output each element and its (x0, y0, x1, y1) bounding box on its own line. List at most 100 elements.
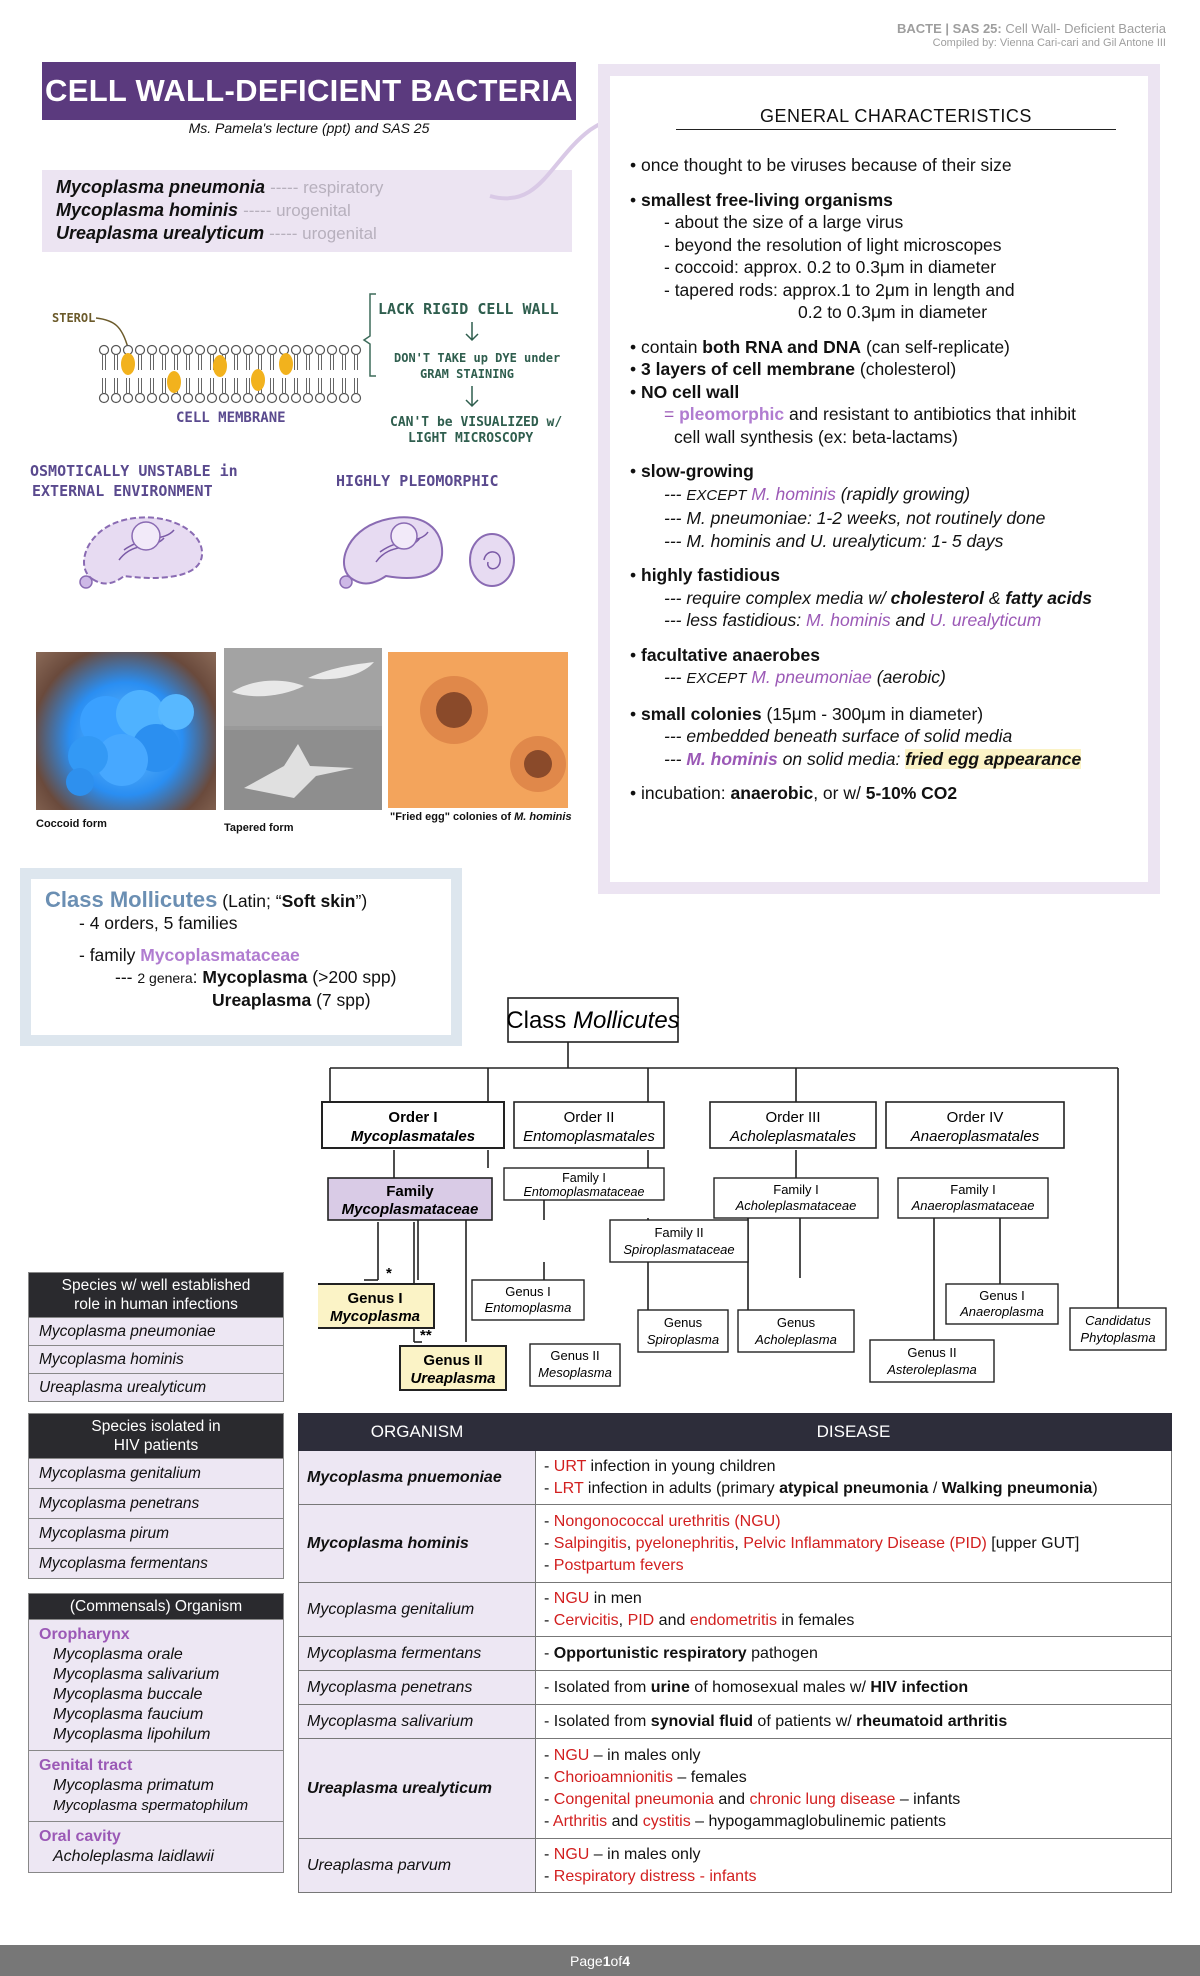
svg-text:Mycoplasmataceae: Mycoplasmataceae (342, 1201, 479, 1218)
list-subitem: - coccoid: approx. 0.2 to 0.3μm in diame… (664, 257, 997, 277)
mycoplasma-cell-icon (79, 516, 204, 589)
list-item: • NO cell wall (630, 381, 740, 402)
lack-cell-wall-label: LACK RIGID CELL WALL (378, 300, 559, 318)
table-row: Mycoplasma salivarium - Isolated from sy… (298, 1704, 1172, 1739)
tree-family-acholeplasmataceae: Family I (773, 1182, 819, 1197)
table-row: Mycoplasma hominis (29, 1345, 283, 1373)
list-item: • smallest free-living organisms (630, 189, 893, 210)
course-code: BACTE | SAS 25: (896, 21, 1002, 36)
page-footer: Page ​1 of 4 (0, 1945, 1200, 1976)
page-title: CELL WALL-DEFICIENT BACTERIA (42, 62, 576, 120)
list-subitem: - beyond the resolution of light microsc… (664, 234, 1002, 255)
organism-line: Mycoplasma hominis ----- urogenital (56, 200, 351, 220)
osmotic-label-2: EXTERNAL ENVIRONMENT (32, 482, 213, 500)
genera-line-2: Ureaplasma (7 spp) (212, 990, 371, 1010)
compiled-by: Compiled by: Vienna Cari-cari and Gil An… (932, 37, 1166, 49)
list-subitem: = pleomorphic and resistant to antibioti… (664, 404, 1076, 424)
lipid-bilayer-icon (98, 344, 362, 404)
svg-text:Acholeplasmataceae: Acholeplasmataceae (735, 1198, 857, 1213)
cell-membrane-label: CELL MEMBRANE (176, 410, 286, 426)
svg-text:Entomoplasma: Entomoplasma (485, 1300, 572, 1315)
table-row: Mycoplasma hominis - Nongonococcal ureth… (298, 1504, 1172, 1583)
general-characteristics-title: GENERAL CHARACTERISTICS (676, 106, 1116, 130)
list-item: • highly fastidious (630, 565, 781, 585)
table-row: Mycoplasma fermentans (29, 1548, 283, 1578)
list-subitem: --- require complex media w/ cholesterol… (664, 587, 1092, 608)
column-header-organism: ORGANISM (298, 1413, 536, 1451)
asterisk-double: ** (420, 1327, 432, 1344)
svg-text:Acholeplasma: Acholeplasma (754, 1332, 837, 1347)
svg-text:Spiroplasma: Spiroplasma (647, 1332, 719, 1347)
list-subitem: --- less fastidious: M. hominis and U. u… (664, 610, 1042, 630)
tree-family-spiroplasmataceae: Family II (654, 1225, 703, 1240)
list-item: • once thought to be viruses because of … (630, 155, 1012, 175)
table-row: Ureaplasma parvum - NGU – in males only … (298, 1838, 1172, 1893)
list-item: • slow-growing (630, 461, 754, 481)
list-item: • small colonies (15μm - 300μm in diamet… (630, 703, 984, 724)
gram-stain-label-2: GRAM STAINING (420, 367, 514, 381)
table-row: Mycoplasma pneumoniae (29, 1317, 283, 1345)
svg-text:Anaeroplasmataceae: Anaeroplasmataceae (911, 1198, 1035, 1213)
svg-text:Mycoplasmatales: Mycoplasmatales (351, 1128, 475, 1145)
list-subitem: --- M. pneumoniae: 1-2 weeks, not routin… (664, 508, 1046, 528)
list-item: • contain both RNA and DNA (can self-rep… (630, 336, 1010, 357)
svg-text:Phytoplasma: Phytoplasma (1080, 1330, 1155, 1345)
svg-text:Ureaplasma: Ureaplasma (410, 1370, 495, 1387)
tree-genus-ureaplasma: Genus II (423, 1352, 482, 1369)
commensal-section-oral: Oral cavity Acholeplasma laidlawii (29, 1821, 283, 1872)
table-row: Mycoplasma penetrans (29, 1488, 283, 1518)
tree-order-2: Order II (564, 1109, 615, 1126)
list-subitem: --- EXCEPT M. hominis (rapidly growing) (664, 483, 971, 504)
tapered-form-photo (224, 648, 382, 810)
table-row: Mycoplasma genitalium - NGU in men - Cer… (298, 1582, 1172, 1637)
table-row: Mycoplasma pnuemoniae - URT infection in… (298, 1450, 1172, 1505)
cell-membrane-illustration: STEROL CELL MEMBRANE LACK RIGID CELL WAL… (30, 293, 562, 589)
sterol-label: STEROL (52, 311, 95, 325)
table-row: Mycoplasma penetrans - Isolated from uri… (298, 1670, 1172, 1705)
tree-order-4: Order IV (947, 1109, 1004, 1126)
tree-genus-asteroleplasma: Genus II (907, 1345, 956, 1360)
tree-genus-phytoplasma: Candidatus (1085, 1313, 1151, 1328)
genera-line: --- 2 genera: Mycoplasma (>200 spp) (115, 967, 397, 987)
general-characteristics-panel: GENERAL CHARACTERISTICS • once thought t… (598, 64, 1160, 894)
tree-order-1: Order I (388, 1109, 437, 1126)
list-subitem: --- M. hominis on solid media: fried egg… (664, 748, 1082, 769)
list-subitem: 0.2 to 0.3μm in diameter (798, 302, 988, 322)
class-mollicutes-box: Class Mollicutes (Latin; “Soft skin”) - … (20, 868, 462, 1046)
coccoid-form-photo (36, 652, 216, 810)
table-row: Ureaplasma urealyticum - NGU – in males … (298, 1738, 1172, 1839)
tree-family-mycoplasmataceae: Family (386, 1183, 434, 1200)
tree-order-3: Order III (765, 1109, 820, 1126)
svg-text:Mesoplasma: Mesoplasma (538, 1365, 612, 1380)
tree-family-anaeroplasmataceae: Family I (950, 1182, 996, 1197)
orders-line: - 4 orders, 5 families (79, 913, 238, 933)
list-item: • facultative anaerobes (630, 644, 820, 665)
tree-family-entomoplasmataceae: Family I (562, 1171, 606, 1185)
tree-genus-mycoplasma: Genus I (347, 1290, 402, 1307)
svg-text:Asteroleplasma: Asteroleplasma (886, 1362, 977, 1377)
page-header: BACTE | SAS 25: Cell Wall- Deficient Bac… (897, 22, 1166, 50)
organism-line: Ureaplasma urealyticum ----- urogenital (56, 223, 377, 243)
fried-egg-caption: "Fried egg" colonies of M. hominis (390, 811, 572, 823)
table-row: Ureaplasma urealyticum (29, 1373, 283, 1401)
coccoid-caption: Coccoid form (36, 818, 107, 830)
pleomorphic-cell-icon (339, 516, 515, 589)
svg-text:Anaeroplasmatales: Anaeroplasmatales (910, 1128, 1040, 1145)
list-subitem: --- M. hominis and U. urealyticum: 1- 5 … (664, 530, 1004, 551)
microscopy-label: CAN'T be VISUALIZED w/ (390, 415, 562, 430)
list-subitem: - tapered rods: approx.1 to 2μm in lengt… (664, 279, 1015, 300)
commensals-table: (Commensals) Organism Oropharynx Mycopla… (28, 1593, 284, 1873)
svg-text:Entomoplasmataceae: Entomoplasmataceae (524, 1185, 645, 1199)
list-subitem: cell wall synthesis (ex: beta-lactams) (674, 426, 958, 447)
organism-summary-box: Mycoplasma pneumonia ----- respiratory M… (42, 170, 572, 252)
table-row: Mycoplasma genitalium (29, 1458, 283, 1488)
list-item: • 3 layers of cell membrane (cholesterol… (630, 359, 957, 379)
fried-egg-colonies-photo (388, 652, 568, 808)
tree-genus-acholeplasma: Genus (777, 1315, 816, 1330)
organism-line: Mycoplasma pneumonia ----- respiratory (56, 177, 384, 197)
list-subitem: --- embedded beneath surface of solid me… (664, 726, 1013, 746)
